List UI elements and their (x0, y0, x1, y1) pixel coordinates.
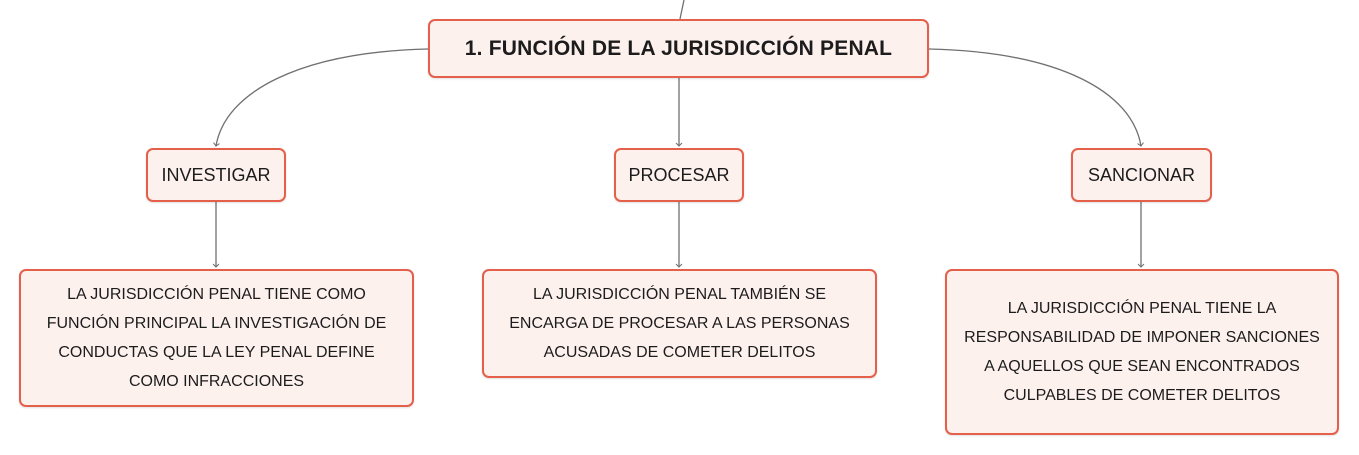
branch-node-investigar[interactable]: INVESTIGAR (146, 148, 286, 202)
connector-root-to-sancionar (928, 48, 1144, 147)
branch-label-sancionar: SANCIONAR (1087, 164, 1195, 185)
connector-root-to-investigar (213, 48, 429, 147)
branch-label-investigar: INVESTIGAR (161, 164, 271, 185)
detail-node-sancionar[interactable]: LA JURISDICCIÓN PENAL TIENE LA RESPONSAB… (945, 269, 1339, 435)
root-topic-label: 1. FUNCIÓN DE LA JURISDICCIÓN PENAL (464, 36, 893, 60)
branch-node-sancionar[interactable]: SANCIONAR (1071, 148, 1212, 202)
detail-text-investigar: LA JURISDICCIÓN PENAL TIENE COMO FUNCIÓN… (46, 286, 387, 390)
connector-parent-to-root (679, 0, 685, 20)
detail-text-procesar: LA JURISDICCIÓN PENAL TAMBIÉN SE ENCARGA… (509, 286, 850, 361)
branch-node-procesar[interactable]: PROCESAR (614, 148, 744, 202)
detail-node-investigar[interactable]: LA JURISDICCIÓN PENAL TIENE COMO FUNCIÓN… (19, 269, 414, 407)
root-topic-node[interactable]: 1. FUNCIÓN DE LA JURISDICCIÓN PENAL (428, 19, 929, 78)
branch-label-procesar: PROCESAR (628, 164, 730, 185)
detail-node-procesar[interactable]: LA JURISDICCIÓN PENAL TAMBIÉN SE ENCARGA… (482, 269, 877, 378)
detail-text-sancionar: LA JURISDICCIÓN PENAL TIENE LA RESPONSAB… (964, 300, 1320, 404)
